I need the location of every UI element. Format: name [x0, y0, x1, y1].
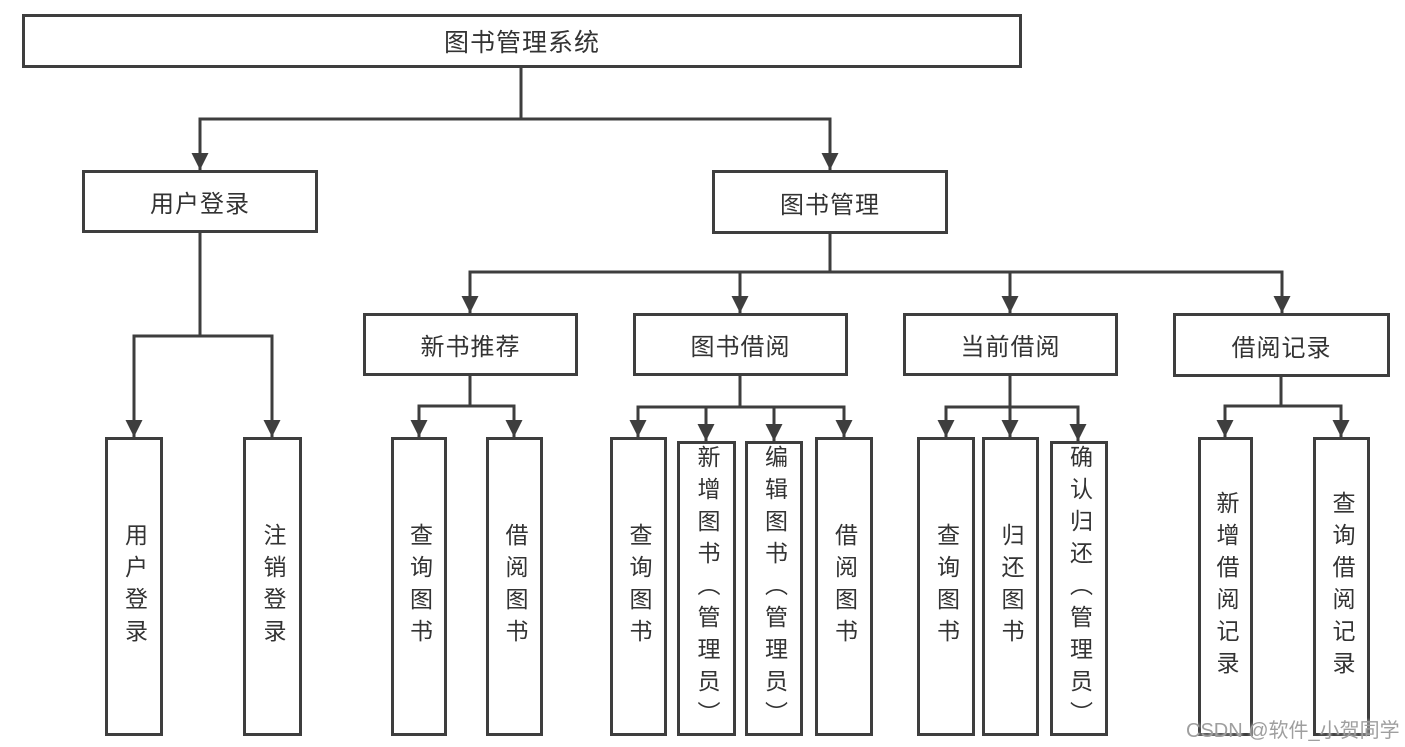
- node-new-book-recommend: 新书推荐: [363, 313, 578, 376]
- node-root: 图书管理系统: [22, 14, 1022, 68]
- node-root-label: 图书管理系统: [443, 29, 600, 57]
- leaf-records-query-record: 查询借阅记录: [1313, 437, 1370, 736]
- leaf-current-confirm-return-admin-label: 确认归还（管理员）: [1066, 444, 1093, 733]
- leaf-borrow-borrow-books-label: 借阅图书: [831, 522, 858, 651]
- csdn-watermark: CSDN @软件_小贺同学: [1186, 720, 1400, 742]
- node-book-management: 图书管理: [712, 170, 948, 234]
- leaf-records-query-record-label: 查询借阅记录: [1329, 490, 1355, 683]
- node-user-login: 用户登录: [82, 170, 318, 233]
- node-new-book-recommend-label: 新书推荐: [420, 334, 521, 361]
- node-book-borrow: 图书借阅: [633, 313, 848, 376]
- node-borrow-records-label: 借阅记录: [1231, 334, 1332, 362]
- leaf-current-query-books-label: 查询图书: [933, 522, 960, 651]
- leaf-borrow-edit-books-admin-label: 编辑图书（管理员）: [761, 444, 788, 733]
- leaf-current-confirm-return-admin: 确认归还（管理员）: [1050, 441, 1108, 736]
- leaf-current-query-books: 查询图书: [917, 437, 975, 736]
- leaf-current-return-books-label: 归还图书: [998, 522, 1024, 651]
- node-book-management-label: 图书管理: [780, 191, 880, 219]
- leaf-borrow-query-books-label: 查询图书: [626, 522, 652, 651]
- leaf-newrec-borrow-books-label: 借阅图书: [502, 522, 528, 651]
- leaf-logout-login: 注销登录: [243, 437, 302, 736]
- leaf-borrow-add-books-admin: 新增图书（管理员）: [677, 441, 736, 736]
- leaf-borrow-edit-books-admin: 编辑图书（管理员）: [745, 441, 803, 736]
- leaf-borrow-borrow-books: 借阅图书: [815, 437, 873, 736]
- leaf-logout-login-label: 注销登录: [260, 522, 286, 651]
- leaf-newrec-query-books-label: 查询图书: [406, 522, 433, 651]
- node-current-borrow-label: 当前借阅: [960, 334, 1061, 361]
- leaf-current-return-books: 归还图书: [982, 437, 1039, 736]
- leaf-records-add-record-label: 新增借阅记录: [1213, 490, 1239, 683]
- leaf-newrec-query-books: 查询图书: [391, 437, 447, 736]
- connector-group: [125, 66, 1350, 443]
- leaf-borrow-query-books: 查询图书: [610, 437, 667, 736]
- leaf-records-add-record: 新增借阅记录: [1198, 437, 1253, 736]
- leaf-user-login-label: 用户登录: [121, 522, 148, 651]
- leaf-borrow-add-books-admin-label: 新增图书（管理员）: [694, 444, 720, 733]
- node-user-login-label: 用户登录: [150, 191, 250, 218]
- leaf-newrec-borrow-books: 借阅图书: [486, 437, 543, 736]
- leaf-user-login: 用户登录: [105, 437, 163, 736]
- node-book-borrow-label: 图书借阅: [690, 334, 791, 361]
- node-current-borrow: 当前借阅: [903, 313, 1118, 376]
- node-borrow-records: 借阅记录: [1173, 313, 1390, 377]
